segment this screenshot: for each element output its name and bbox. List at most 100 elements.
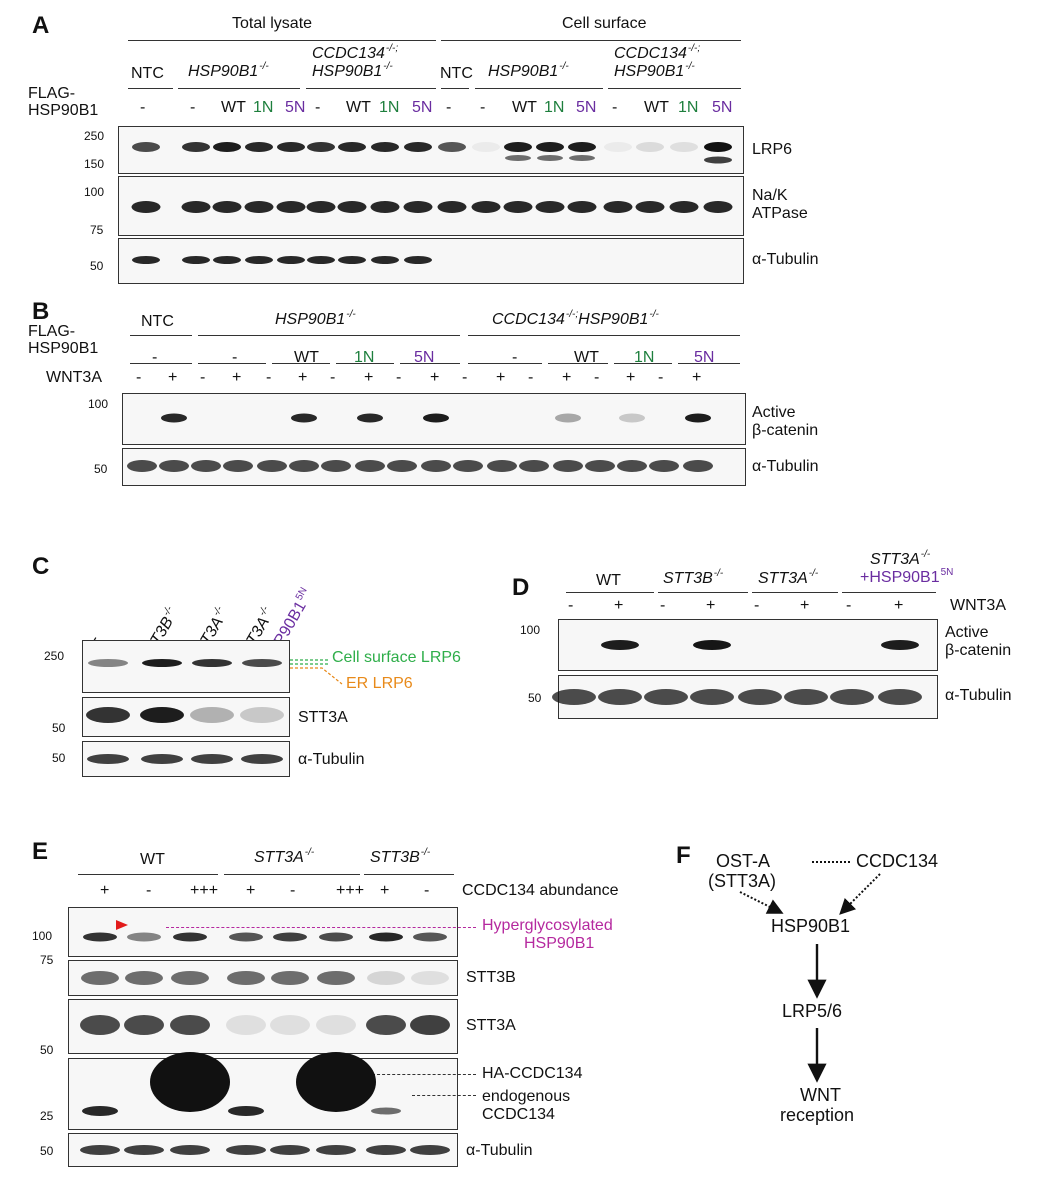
b-rule-0 — [130, 363, 192, 365]
e-band-tub-4 — [270, 1145, 310, 1155]
b-mw-100: 100 — [88, 397, 109, 411]
b-wnt-14: - — [594, 369, 600, 386]
a-band-lrp6-13 — [568, 142, 596, 152]
a-band-naka-5 — [306, 201, 336, 213]
b-flag-7: 1N — [634, 349, 655, 366]
e-band-hsp-2 — [173, 932, 207, 942]
b-band-tub-13 — [553, 460, 583, 472]
a-mw-250: 250 — [84, 129, 105, 143]
b-flag-4: 5N — [414, 349, 435, 366]
a-band-naka-1 — [181, 201, 211, 213]
d-band-tub-7 — [878, 689, 922, 705]
e-band-endo-0 — [82, 1106, 118, 1116]
d-rule-2 — [658, 592, 748, 594]
a-band-lrp6-15 — [636, 142, 664, 152]
a-band-lrp6-2 — [213, 142, 241, 152]
b-band-tub-14 — [585, 460, 615, 472]
a-lane-13: 5N — [576, 99, 597, 116]
b-rule-4 — [400, 363, 460, 365]
f-node-hsp90b1: HSP90B1 — [771, 916, 851, 936]
c-band-lrp6-2 — [192, 659, 232, 667]
e-ab-6: + — [380, 882, 390, 899]
c-band-stt3a-0 — [86, 707, 130, 723]
a-band-lrp6-3 — [245, 142, 273, 152]
e-blot-hsp90b1 — [68, 907, 458, 957]
b-band-tub-5 — [289, 460, 319, 472]
a-band-naka-15 — [635, 201, 665, 213]
a-rule-5 — [475, 88, 603, 90]
e-mw-50: 50 — [40, 1043, 54, 1057]
d-wnt-4: - — [754, 597, 760, 614]
d-group-stt3a: STT3A-/- — [758, 568, 819, 587]
a-band-tub-0 — [132, 256, 160, 264]
d-band-cat-3 — [693, 640, 731, 650]
b-wnt-0: - — [136, 369, 142, 386]
a-rule-4 — [441, 88, 469, 90]
b-rule-g1 — [130, 335, 192, 337]
panel-label-b: B — [32, 298, 50, 325]
d-band-tub-2 — [644, 689, 688, 705]
a-label-naka-1: Na/K — [752, 187, 788, 204]
a-mw-150: 150 — [84, 157, 105, 171]
a-band-lrp6-17 — [704, 142, 732, 152]
e-ab-7: - — [424, 882, 430, 899]
e-rule-3 — [364, 874, 454, 876]
b-wnt-10: - — [462, 369, 468, 386]
c-mw-250: 250 — [44, 649, 65, 663]
d-label-tubulin: α-Tubulin — [945, 687, 1012, 704]
rule-total-lysate — [128, 40, 436, 42]
b-flag-label-1: FLAG- — [28, 323, 76, 340]
a-band-naka-13 — [567, 201, 597, 213]
b-wnt-1: + — [168, 369, 178, 386]
group-cell-surface: Cell surface — [562, 15, 647, 32]
e-ab-5: +++ — [336, 882, 365, 899]
a-lane-16: 1N — [678, 99, 699, 116]
d-band-cat-7 — [881, 640, 919, 650]
b-band-tub-7 — [355, 460, 385, 472]
e-abundance-label: CCDC134 abundance — [462, 882, 619, 899]
b-band-tub-11 — [487, 460, 517, 472]
b-wnt-8: - — [396, 369, 402, 386]
b-wnt-5: + — [298, 369, 308, 386]
d-label-catenin: β-catenin — [945, 642, 1012, 659]
a-ntc-1: NTC — [131, 65, 164, 82]
d-wnt-2: - — [660, 597, 666, 614]
a-blot-lrp6 — [118, 126, 744, 174]
e-blot-ccdc134 — [68, 1058, 458, 1130]
e-ab-1: - — [146, 882, 152, 899]
b-wnt-4: - — [266, 369, 272, 386]
e-band-tub-7 — [410, 1145, 450, 1155]
f-node-reception: reception — [780, 1105, 855, 1125]
e-mw-100: 100 — [32, 929, 53, 943]
a-band-naka-7 — [370, 201, 400, 213]
a-band-lrp6b-11 — [505, 155, 531, 161]
a-rule-2 — [178, 88, 300, 90]
e-band-tub-0 — [80, 1145, 120, 1155]
e-label-hyper-1: Hyperglycosylated — [482, 917, 613, 934]
a-band-naka-6 — [337, 201, 367, 213]
b-band-cat-15 — [619, 413, 645, 423]
e-dash-ha — [372, 1074, 476, 1075]
e-band-tub-6 — [366, 1145, 406, 1155]
b-rule-8 — [678, 363, 740, 365]
panel-label-e: E — [32, 838, 49, 865]
f-node-osta: OST-A — [716, 851, 771, 871]
d-band-tub-3 — [690, 689, 734, 705]
b-band-tub-0 — [127, 460, 157, 472]
d-rescue-label: +HSP90B15N — [860, 567, 954, 586]
a-lane-9: - — [446, 99, 452, 116]
d-rule-4 — [842, 592, 936, 594]
e-rule-2 — [224, 874, 360, 876]
e-mw-75: 75 — [40, 953, 54, 967]
a-mw-100: 100 — [84, 185, 105, 199]
a-ccdc134-ko-1: CCDC134-/-; — [312, 43, 399, 62]
panel-label-d: D — [512, 574, 530, 601]
e-band-stt3a-1 — [124, 1015, 164, 1035]
e-band-endo-3 — [228, 1106, 264, 1116]
b-wnt-6: - — [330, 369, 336, 386]
a-lane-14: - — [612, 99, 618, 116]
a-lane-10: - — [480, 99, 486, 116]
e-label-hyper-2: HSP90B1 — [524, 935, 595, 952]
a-band-tub-6 — [338, 256, 366, 264]
